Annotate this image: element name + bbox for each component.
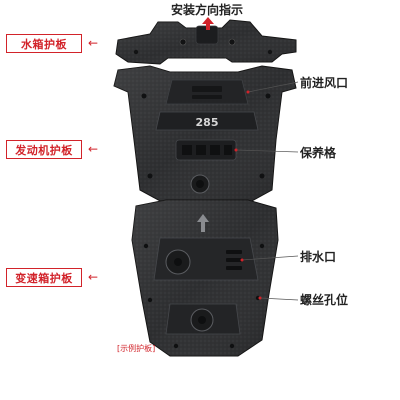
transmission-guard-label: 变速箱护板: [6, 268, 82, 287]
sample-plate-note: [示例护板]: [117, 344, 156, 353]
arrow-left-icon: ←: [88, 36, 99, 50]
drain-port-label: 排水口: [300, 250, 337, 264]
plate-logo: 285: [196, 116, 219, 129]
leader-dots: [234, 90, 262, 300]
leader-lines: [235, 81, 299, 301]
water-tank-guard-label: 水箱护板: [6, 34, 82, 53]
engine-guard-label: 发动机护板: [6, 140, 82, 159]
engine-plate: 285: [113, 65, 297, 203]
installation-direction-label: 安装方向指示: [171, 3, 244, 17]
front-vent-label: 前进风口: [300, 76, 349, 90]
water-tank-plate: [115, 19, 297, 65]
arrow-left-icon: ←: [88, 270, 99, 284]
maintenance-grid-label: 保养格: [300, 146, 337, 160]
arrow-left-icon: ←: [88, 142, 99, 156]
screw-hole-label: 螺丝孔位: [300, 293, 349, 307]
transmission-plate: [131, 199, 279, 357]
direction-indicator: [202, 17, 214, 30]
